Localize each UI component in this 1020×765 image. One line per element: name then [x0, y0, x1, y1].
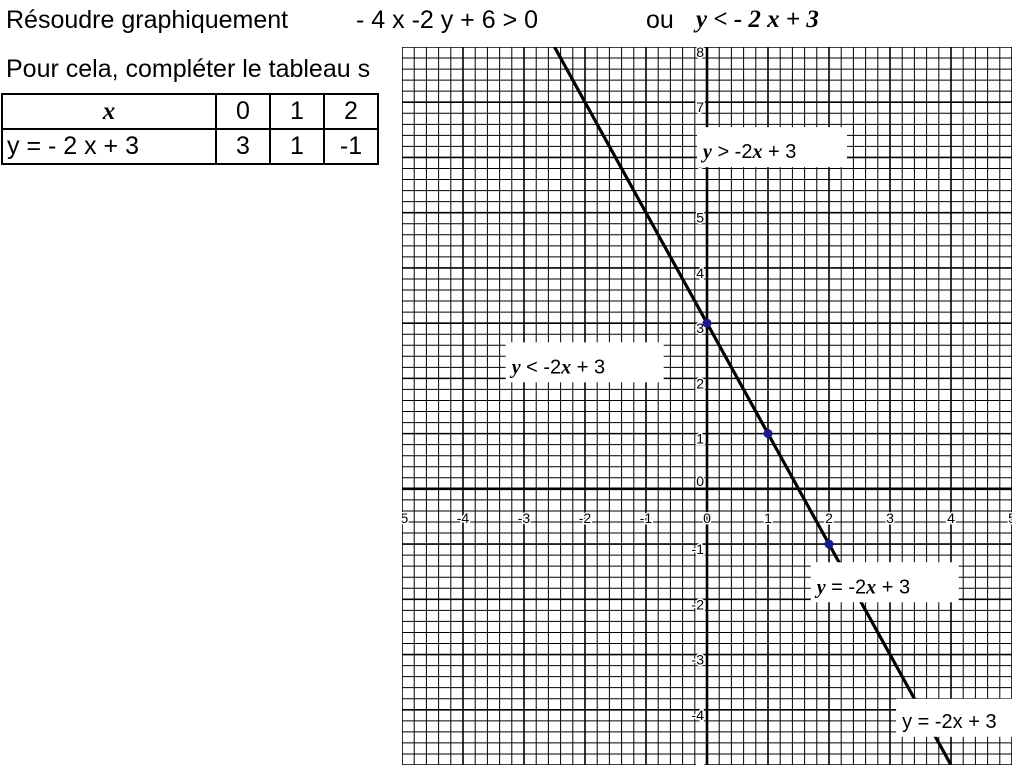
data-point [824, 539, 834, 549]
y-tick-label: -5 [692, 762, 705, 765]
y-tick-label: 4 [696, 265, 704, 281]
y-tick-label: -4 [692, 707, 705, 723]
connector-text: ou [646, 6, 674, 34]
y-tick-label: 2 [696, 375, 704, 391]
x-tick-label: 0 [703, 510, 711, 526]
series-line [553, 47, 953, 765]
data-points [702, 318, 834, 549]
annotation-corner: y = -2x + 3 [902, 711, 997, 733]
x-tick-label: -1 [640, 510, 653, 526]
table-cell: 2 [323, 93, 379, 130]
annotation-below-box [505, 342, 664, 383]
subtitle: Pour cela, compléter le tableau s [6, 55, 371, 83]
y-tick-label: 8 [696, 47, 704, 60]
annotation-below: y < -2x + 3 [510, 356, 605, 378]
inequality-text: - 4 x -2 y + 6 > 0 [356, 6, 539, 34]
table-cell: -1 [323, 128, 379, 165]
title-line: Résoudre graphiquement - 4 x -2 y + 6 > … [6, 6, 819, 35]
table-row-header-y: y = - 2 x + 3 [1, 128, 217, 165]
y-tick-label: -3 [692, 652, 705, 668]
x-tick-label: -4 [457, 510, 470, 526]
annotation-above: y > -2x + 3 [701, 141, 796, 163]
series-lines [553, 47, 953, 765]
annotations: y > -2x + 3 y < -2x + 3 y = -2x + 3 y = -2x… [505, 127, 1012, 737]
table-cell: 1 [269, 93, 325, 130]
table-row: x 0 1 2 [1, 93, 379, 130]
table-cell: 0 [215, 93, 271, 130]
instruction-text: Résoudre graphiquement [6, 6, 289, 34]
table-cell: 3 [215, 128, 271, 165]
y-tick-label: 7 [696, 99, 704, 115]
data-point [702, 318, 712, 328]
x-tick-label: 5 [1008, 510, 1012, 526]
x-tick-label: 1 [764, 510, 772, 526]
annotation-line: y = -2x + 3 [815, 576, 910, 598]
annotation-corner-box [896, 698, 1012, 737]
y-tick-label: -1 [692, 541, 705, 557]
x-tick-label: 4 [947, 510, 955, 526]
x-tick-label: -5 [402, 510, 408, 526]
table-row-header-x: x [1, 93, 217, 130]
y-tick-label: 5 [696, 210, 704, 226]
table-row: y = - 2 x + 3 3 1 -1 [1, 128, 379, 165]
x-tick-label: 2 [825, 510, 833, 526]
annotation-line-box [810, 562, 959, 603]
y-tick-label: -2 [692, 596, 705, 612]
x-tick-label: -2 [579, 510, 592, 526]
x-tick-label: 3 [886, 510, 894, 526]
x-tick-label: -3 [518, 510, 531, 526]
values-table: x 0 1 2 y = - 2 x + 3 3 1 -1 [1, 93, 379, 165]
y-tick-label: 1 [696, 431, 704, 447]
equivalent-inequality: y < - 2 x + 3 [696, 6, 819, 33]
y-tick-label: 0 [696, 473, 704, 489]
y-tick-label: 3 [696, 320, 704, 336]
table-cell: 1 [269, 128, 325, 165]
annotation-above-box [697, 127, 847, 168]
data-point [763, 429, 773, 439]
